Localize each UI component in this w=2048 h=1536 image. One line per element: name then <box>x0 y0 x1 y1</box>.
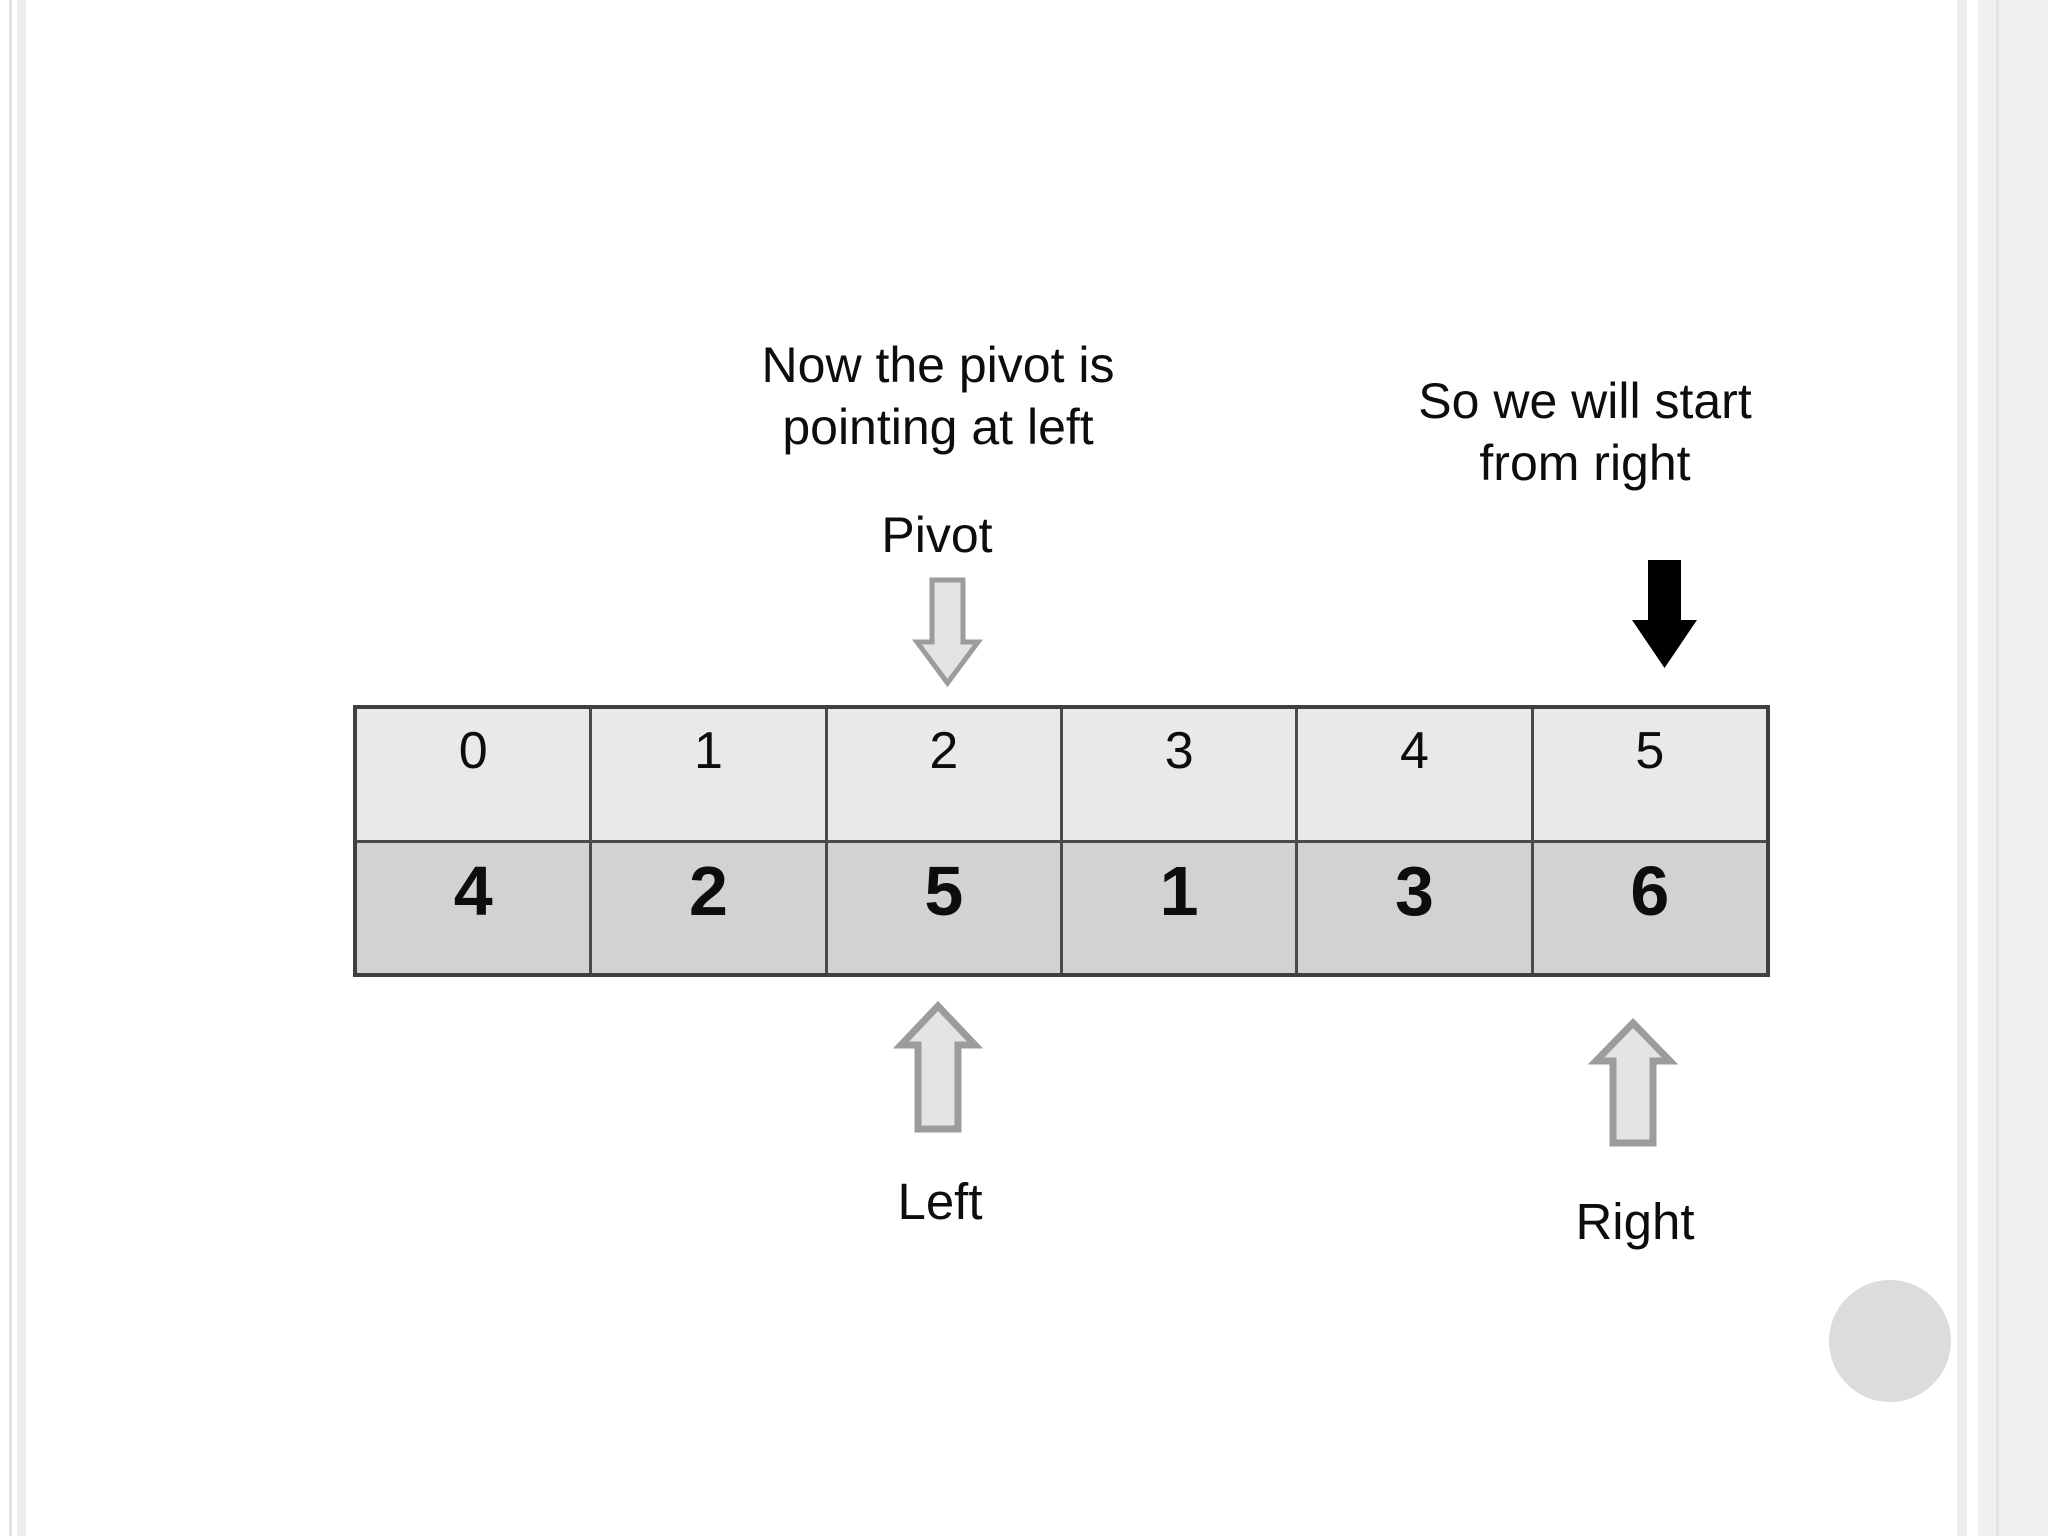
value-row: 4 2 5 1 3 6 <box>357 843 1766 973</box>
value-cell-5: 6 <box>1630 852 1670 930</box>
left-pointer-up-arrow-shape <box>892 1000 984 1133</box>
left-edge-line <box>9 0 12 1536</box>
right-pointer-up-arrow-shape <box>1587 1017 1679 1147</box>
value-cell-3: 1 <box>1063 843 1299 973</box>
presenter-bubble <box>1829 1280 1951 1402</box>
value-cell-0: 4 <box>357 843 593 973</box>
start-right-note-line2: from right <box>1479 435 1691 491</box>
left-pointer-label: Left <box>897 1173 983 1230</box>
index-cell-0: 0 <box>357 709 593 840</box>
start-right-down-arrow-icon <box>1632 560 1697 668</box>
right-edge-stripe-inner <box>1957 0 1967 1536</box>
pivot-label: Pivot <box>881 507 993 563</box>
index-cell-1: 1 <box>592 709 828 840</box>
array-table: 0 1 2 3 4 5 4 2 5 1 3 6 <box>353 705 1770 977</box>
index-cell-2: 2 <box>828 709 1063 840</box>
right-edge-stripe-mid <box>1978 0 1996 1536</box>
pivot-note-line2: pointing at left <box>782 399 1094 455</box>
index-cell-5: 5 <box>1635 722 1665 780</box>
left-pointer-up-arrow-icon <box>892 1000 984 1133</box>
start-right-note-line1: So we will start <box>1418 373 1752 429</box>
right-pointer-label: Right <box>1575 1193 1695 1250</box>
right-edge-stripe-outer <box>1999 0 2048 1536</box>
index-row: 0 1 2 3 4 5 <box>357 709 1766 843</box>
index-cell-4: 4 <box>1298 709 1534 840</box>
left-edge-stripe <box>17 0 26 1536</box>
right-pointer-up-arrow-icon <box>1587 1017 1679 1147</box>
value-cell-2: 5 <box>828 843 1063 973</box>
index-cell-3: 3 <box>1063 709 1299 840</box>
start-right-down-arrow-shape <box>1632 560 1697 668</box>
value-cell-4: 3 <box>1298 843 1534 973</box>
value-cell-1: 2 <box>592 843 828 973</box>
start-right-note: So we will start from right <box>1285 370 1885 494</box>
right-edge-line <box>1996 0 1999 1536</box>
pivot-note-line1: Now the pivot is <box>761 337 1115 393</box>
pivot-down-arrow-icon <box>912 577 983 688</box>
pivot-note: Now the pivot is pointing at left <box>638 334 1238 458</box>
pivot-down-arrow-shape <box>912 577 983 688</box>
